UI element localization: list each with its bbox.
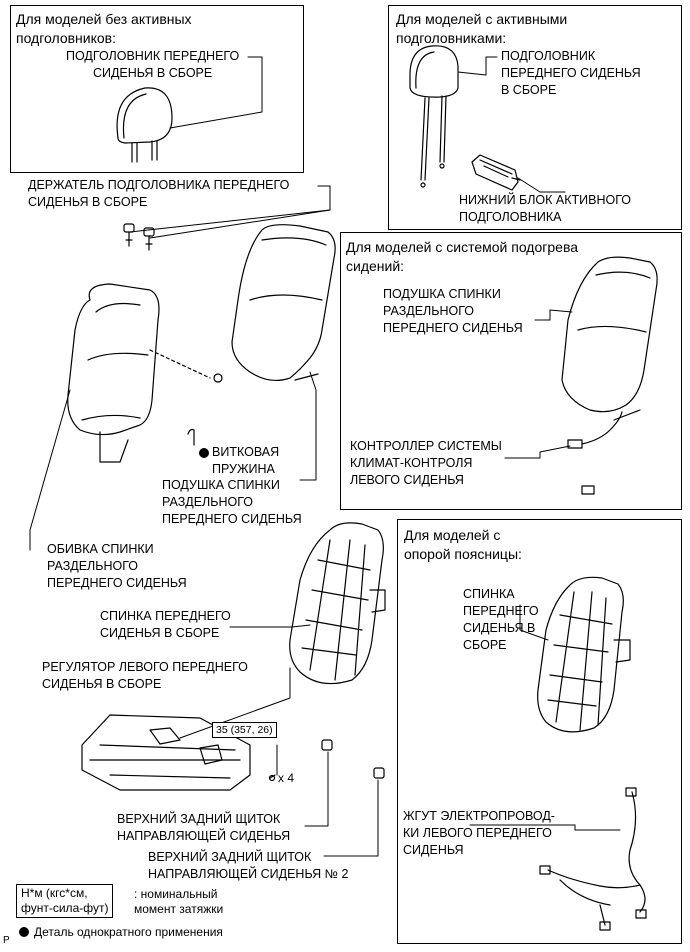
label-headrest-active: ПОДГОЛОВНИК ПЕРЕДНЕГО СИДЕНЬЯ В СБОРЕ	[501, 49, 641, 97]
label-seatback-assy: СПИНКА ПЕРЕДНЕГО СИДЕНЬЯ В СБОРЕ	[100, 609, 231, 640]
legend-unit-description: : номинальный момент затяжки	[134, 887, 224, 916]
box-title-heater: Для моделей с системой подогрева сидений…	[346, 239, 579, 274]
coil-spring-drawing	[187, 373, 223, 446]
label-back-pad: ПОДУШКА СПИНКИ РАЗДЕЛЬНОГО ПЕРЕДНЕГО СИД…	[162, 478, 302, 526]
heater-back-pad-drawing	[561, 256, 658, 421]
legend-single-use-marker	[19, 927, 29, 937]
box-title-active: Для моделей с активными подголовниками:	[396, 11, 568, 46]
seatback-frame-drawing	[289, 522, 386, 685]
label-headrest-no-active: ПОДГОЛОВНИК ПЕРЕДНЕГО СИДЕНЬЯ В СБОРЕ	[66, 49, 240, 80]
headrest-holder-drawing	[123, 223, 155, 251]
box-title-lumbar: Для моделей с опорой поясницы:	[404, 527, 522, 562]
label-coil-spring: ВИТКОВАЯ ПРУЖИНА	[212, 445, 280, 476]
label-active-lower-unit: НИЖНИЙ БЛОК АКТИВНОГО ПОДГОЛОВНИКА	[459, 193, 632, 224]
bolt-quantity: x 4	[278, 771, 295, 785]
label-climate-controller: КОНТРОЛЛЕР СИСТЕМЫ КЛИМАТ-КОНТРОЛЯ ЛЕВОГ…	[350, 439, 502, 487]
back-cover-drawing	[67, 283, 160, 463]
rear-cover-2-drawing	[373, 767, 385, 779]
label-adjuster: РЕГУЛЯТОР ЛЕВОГО ПЕРЕДНЕГО СИДЕНЬЯ В СБО…	[42, 660, 248, 691]
box-heater	[340, 232, 682, 510]
label-heater-back-pad: ПОДУШКА СПИНКИ РАЗДЕЛЬНОГО ПЕРЕДНЕГО СИД…	[383, 287, 523, 335]
legend-unit-box: Н*м (кгс*см, фунт-сила-фут)	[16, 884, 114, 918]
label-harness: ЖГУТ ЭЛЕКТРОПРОВОД- КИ ЛЕВОГО ПЕРЕДНЕГО …	[403, 809, 555, 857]
torque-value-box: 35 (357, 26)	[212, 722, 277, 738]
box-title-no-active: Для моделей без активных подголовников:	[16, 11, 192, 46]
harness-drawing	[539, 787, 647, 931]
back-pad-drawing	[231, 224, 336, 382]
lumbar-seatback-drawing	[537, 576, 631, 733]
box-active-headrest	[388, 5, 682, 230]
label-back-cover: ОБИВКА СПИНКИ РАЗДЕЛЬНОГО ПЕРЕДНЕГО СИДЕ…	[47, 542, 187, 590]
headrest-no-active-drawing	[116, 87, 173, 163]
single-use-marker	[199, 448, 209, 458]
seat-adjuster-drawing	[81, 714, 251, 791]
rear-cover-drawing	[321, 739, 333, 751]
climate-controller-drawing	[567, 411, 623, 495]
headrest-active-drawing	[409, 45, 459, 188]
legend-single-use-text: Деталь однократного применения	[34, 925, 223, 939]
label-headrest-holder: ДЕРЖАТЕЛЬ ПОДГОЛОВНИКА ПЕРЕДНЕГО СИДЕНЬЯ…	[28, 178, 290, 209]
active-lower-unit-drawing	[471, 154, 521, 191]
label-rear-cover-2: ВЕРХНИЙ ЗАДНИЙ ЩИТОК НАПРАВЛЯЮЩЕЙ СИДЕНЬ…	[148, 850, 349, 881]
corner-mark: P	[3, 935, 10, 946]
label-rear-cover: ВЕРХНИЙ ЗАДНИЙ ЩИТОК НАПРАВЛЯЮЩЕЙ СИДЕНЬ…	[117, 812, 291, 843]
label-lumbar-seatback: СПИНКА ПЕРЕДНЕГО СИДЕНЬЯ В СБОРЕ	[463, 587, 539, 652]
